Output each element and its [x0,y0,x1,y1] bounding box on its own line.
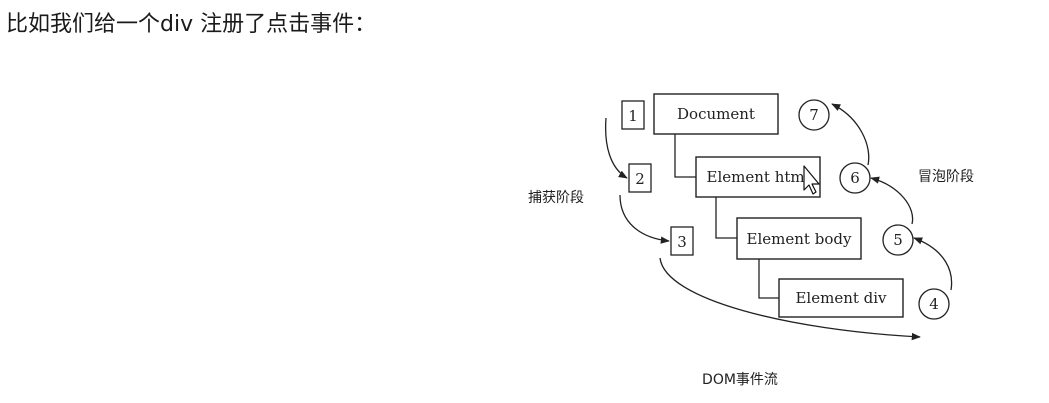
capture-phase-label: 捕获阶段 [528,190,584,206]
capture-step-2: 2 [628,163,652,193]
node-element-html: Element html [695,156,821,198]
capture-step-1: 1 [621,100,645,130]
capture-arrows [604,117,921,341]
node-element-body: Element body [736,217,862,260]
node-document-label: Document [677,105,755,123]
diagram-caption: DOM事件流 [702,372,778,388]
bubble-phase-label: 冒泡阶段 [918,169,974,185]
svg-text:3: 3 [677,233,687,251]
svg-text:4: 4 [929,295,939,313]
intro-text: 比如我们给一个div 注册了点击事件： [6,12,377,37]
svg-text:2: 2 [635,170,645,188]
node-element-div: Element div [778,278,904,318]
svg-text:7: 7 [809,106,819,124]
bubble-step-7: 7 [798,99,830,131]
node-html-label: Element html [707,168,810,186]
bubble-arrows [831,103,953,291]
svg-text:1: 1 [628,107,638,125]
svg-text:6: 6 [850,169,860,187]
bubble-step-4: 4 [918,288,950,320]
bubble-step-6: 6 [839,162,871,194]
bubble-step-5: 5 [882,224,914,256]
capture-step-3: 3 [670,226,694,256]
node-body-label: Element body [747,230,852,248]
node-div-label: Element div [795,289,887,307]
mouse-cursor-icon [803,165,820,195]
node-document: Document [653,93,779,135]
tree-connectors [674,134,779,299]
svg-text:5: 5 [893,231,903,249]
